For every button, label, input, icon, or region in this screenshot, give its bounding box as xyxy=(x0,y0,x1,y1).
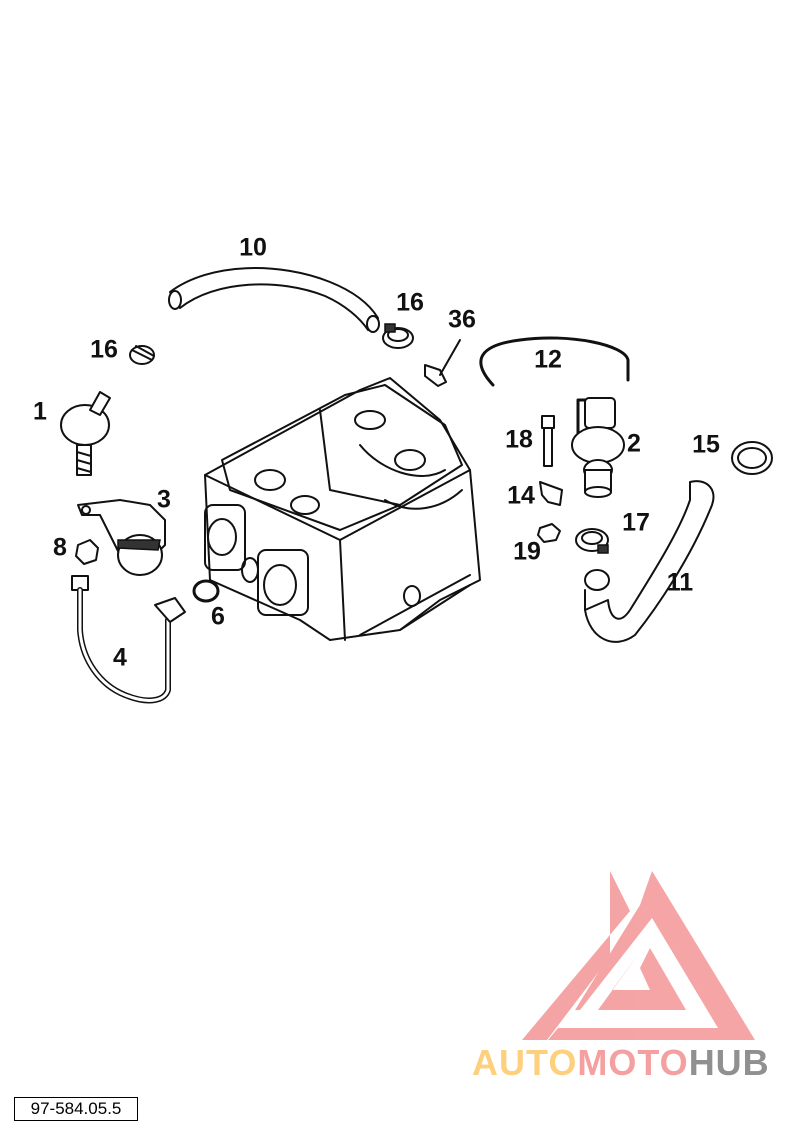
clamp-16-right xyxy=(382,323,414,349)
watermark-hub: HUB xyxy=(688,1042,770,1083)
watermark-text: AUTOMOTOHUB xyxy=(472,1045,770,1081)
watermark-moto: MOTO xyxy=(577,1042,689,1083)
callout-1: 1 xyxy=(33,397,47,426)
seal-ring-6 xyxy=(192,579,220,603)
clamp-16-left xyxy=(129,345,155,365)
watermark-auto: AUTO xyxy=(472,1042,578,1083)
callout-6: 6 xyxy=(211,602,225,631)
callout-4: 4 xyxy=(113,643,127,672)
reference-code: 97-584.05.5 xyxy=(14,1097,138,1121)
callout-16: 16 xyxy=(396,288,424,317)
tube-12 xyxy=(479,336,630,387)
callout-10: 10 xyxy=(239,233,267,262)
callout-11: 11 xyxy=(666,568,694,597)
callout-36: 36 xyxy=(448,305,476,334)
callout-18: 18 xyxy=(505,425,533,454)
hose-11 xyxy=(584,480,715,643)
bolt-18 xyxy=(541,415,555,467)
cylinder-head xyxy=(204,377,481,641)
callout-16: 16 xyxy=(90,335,118,364)
ring-15 xyxy=(731,441,773,475)
callout-19: 19 xyxy=(513,537,541,566)
watermark-logo xyxy=(522,871,755,1040)
clip-14 xyxy=(539,481,563,506)
callout-15: 15 xyxy=(692,430,720,459)
callout-2: 2 xyxy=(627,429,641,458)
callout-12: 12 xyxy=(534,345,562,374)
valve-1 xyxy=(60,391,111,476)
clamp-17 xyxy=(575,528,609,554)
callout-17: 17 xyxy=(622,508,650,537)
callout-14: 14 xyxy=(507,481,535,510)
callout-8: 8 xyxy=(53,533,67,562)
nut-8 xyxy=(75,539,99,565)
callout-3: 3 xyxy=(157,485,171,514)
hose-10 xyxy=(168,267,380,333)
nipple-36 xyxy=(424,339,461,387)
pipe-4 xyxy=(71,575,186,704)
bracket-3 xyxy=(77,499,166,576)
nut-19 xyxy=(537,523,561,543)
valve-2 xyxy=(571,397,625,498)
